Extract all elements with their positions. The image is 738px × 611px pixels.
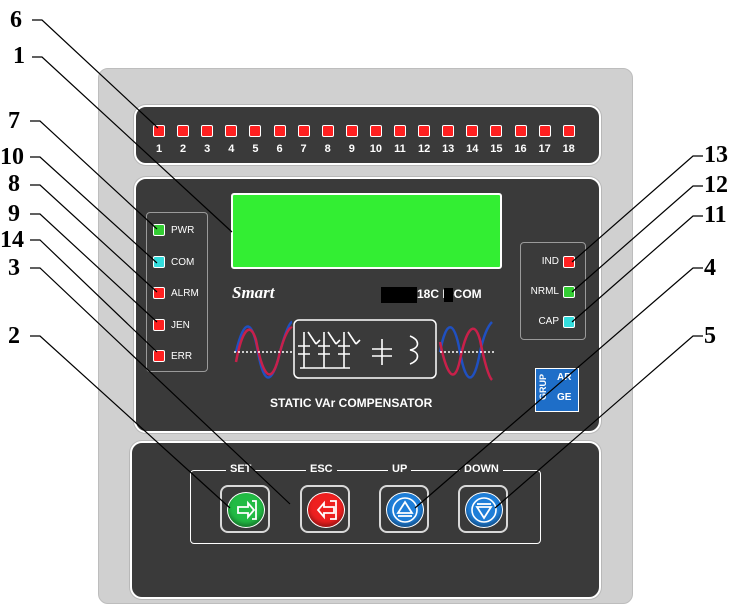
callout-2: 2 <box>8 323 20 349</box>
indicator-label-com: COM <box>171 256 195 268</box>
step-led-number: 9 <box>348 143 355 155</box>
logo-text-left: GRUP <box>538 374 548 401</box>
callout-6: 6 <box>10 7 22 33</box>
step-led-1 <box>153 125 165 137</box>
down-arrow-icon <box>465 492 503 528</box>
step-led-15 <box>490 125 503 137</box>
indicator-led-nrml <box>563 286 575 298</box>
step-led-4 <box>225 125 238 137</box>
set-button[interactable] <box>220 485 270 533</box>
step-led-8 <box>321 125 334 137</box>
indicator-led-alrm <box>153 287 165 299</box>
step-led-16 <box>514 125 527 137</box>
step-led-3 <box>201 125 214 137</box>
indicator-label-err: ERR <box>171 351 193 362</box>
step-led-number: 5 <box>252 143 259 155</box>
step-led-number: 15 <box>490 143 503 155</box>
indicator-label-nrml: NRML <box>530 286 559 297</box>
key-label-down: DOWN <box>460 463 503 475</box>
step-led-number: 4 <box>228 143 235 155</box>
step-led-number: 11 <box>394 143 406 155</box>
key-label-esc: ESC <box>306 463 337 475</box>
callout-8: 8 <box>8 171 20 197</box>
step-led-number: 2 <box>180 143 187 155</box>
model-redaction-block-2 <box>444 288 453 302</box>
exit-icon <box>307 492 345 528</box>
step-led-17 <box>538 125 551 137</box>
step-led-number: 10 <box>369 143 383 155</box>
indicator-label-jen: JEN <box>171 319 190 331</box>
step-led-11 <box>394 125 406 137</box>
callout-3: 3 <box>8 255 20 281</box>
step-led-number: 1 <box>155 143 163 155</box>
callout-7: 7 <box>8 108 20 134</box>
step-led-2 <box>177 125 190 137</box>
key-label-up: UP <box>388 463 412 475</box>
logo-text-top: AR <box>557 372 572 383</box>
step-led-number: 16 <box>514 143 527 155</box>
enter-icon <box>227 492 265 528</box>
step-led-number: 7 <box>300 143 307 155</box>
indicator-label-ind: IND <box>541 256 559 267</box>
step-led-number: 8 <box>324 143 331 155</box>
step-led-7 <box>297 125 310 137</box>
indicator-led-pwr <box>153 224 165 236</box>
step-led-number: 17 <box>538 143 551 155</box>
step-led-10 <box>369 125 382 137</box>
step-led-12 <box>418 125 431 137</box>
step-led-18 <box>562 125 575 137</box>
step-led-14 <box>466 125 479 137</box>
indicator-led-jen <box>153 318 165 331</box>
step-led-6 <box>273 125 286 137</box>
model-redaction-block <box>381 287 417 303</box>
indicator-label-alrm: ALRM <box>171 288 199 299</box>
step-led-9 <box>345 125 358 137</box>
step-led-number: 18 <box>562 143 575 155</box>
key-label-set: SET <box>226 463 256 475</box>
logo-text-bottom: GE <box>557 392 572 403</box>
step-led-5 <box>249 125 262 137</box>
esc-button[interactable] <box>300 485 350 533</box>
callout-13: 13 <box>704 142 728 168</box>
brand-script: Smart <box>232 283 275 302</box>
callout-12: 12 <box>704 172 728 198</box>
indicator-led-com <box>153 255 165 268</box>
callout-10: 10 <box>0 144 24 170</box>
callout-5: 5 <box>704 323 716 349</box>
step-led-number: 6 <box>276 143 283 155</box>
step-led-13 <box>442 125 455 137</box>
callout-4: 4 <box>704 255 716 281</box>
up-button[interactable] <box>379 485 429 533</box>
step-led-number: 14 <box>466 143 479 155</box>
product-subtitle: STATIC VAr COMPENSATOR <box>270 396 433 410</box>
down-button[interactable] <box>458 485 508 533</box>
step-led-number: 13 <box>442 143 455 155</box>
callout-1: 1 <box>13 43 25 69</box>
callout-14: 14 <box>0 227 24 253</box>
step-led-number: 3 <box>204 143 211 155</box>
callout-11: 11 <box>704 202 727 228</box>
indicator-label-cap: CAP <box>538 316 559 327</box>
indicator-label-pwr: PWR <box>171 225 195 236</box>
indicator-led-cap <box>563 316 575 328</box>
callout-9: 9 <box>8 201 20 227</box>
indicator-led-ind <box>563 256 575 268</box>
lcd-screen <box>231 193 502 269</box>
indicator-led-err <box>153 350 165 362</box>
step-led-number: 12 <box>417 143 431 155</box>
up-arrow-icon <box>386 492 424 528</box>
